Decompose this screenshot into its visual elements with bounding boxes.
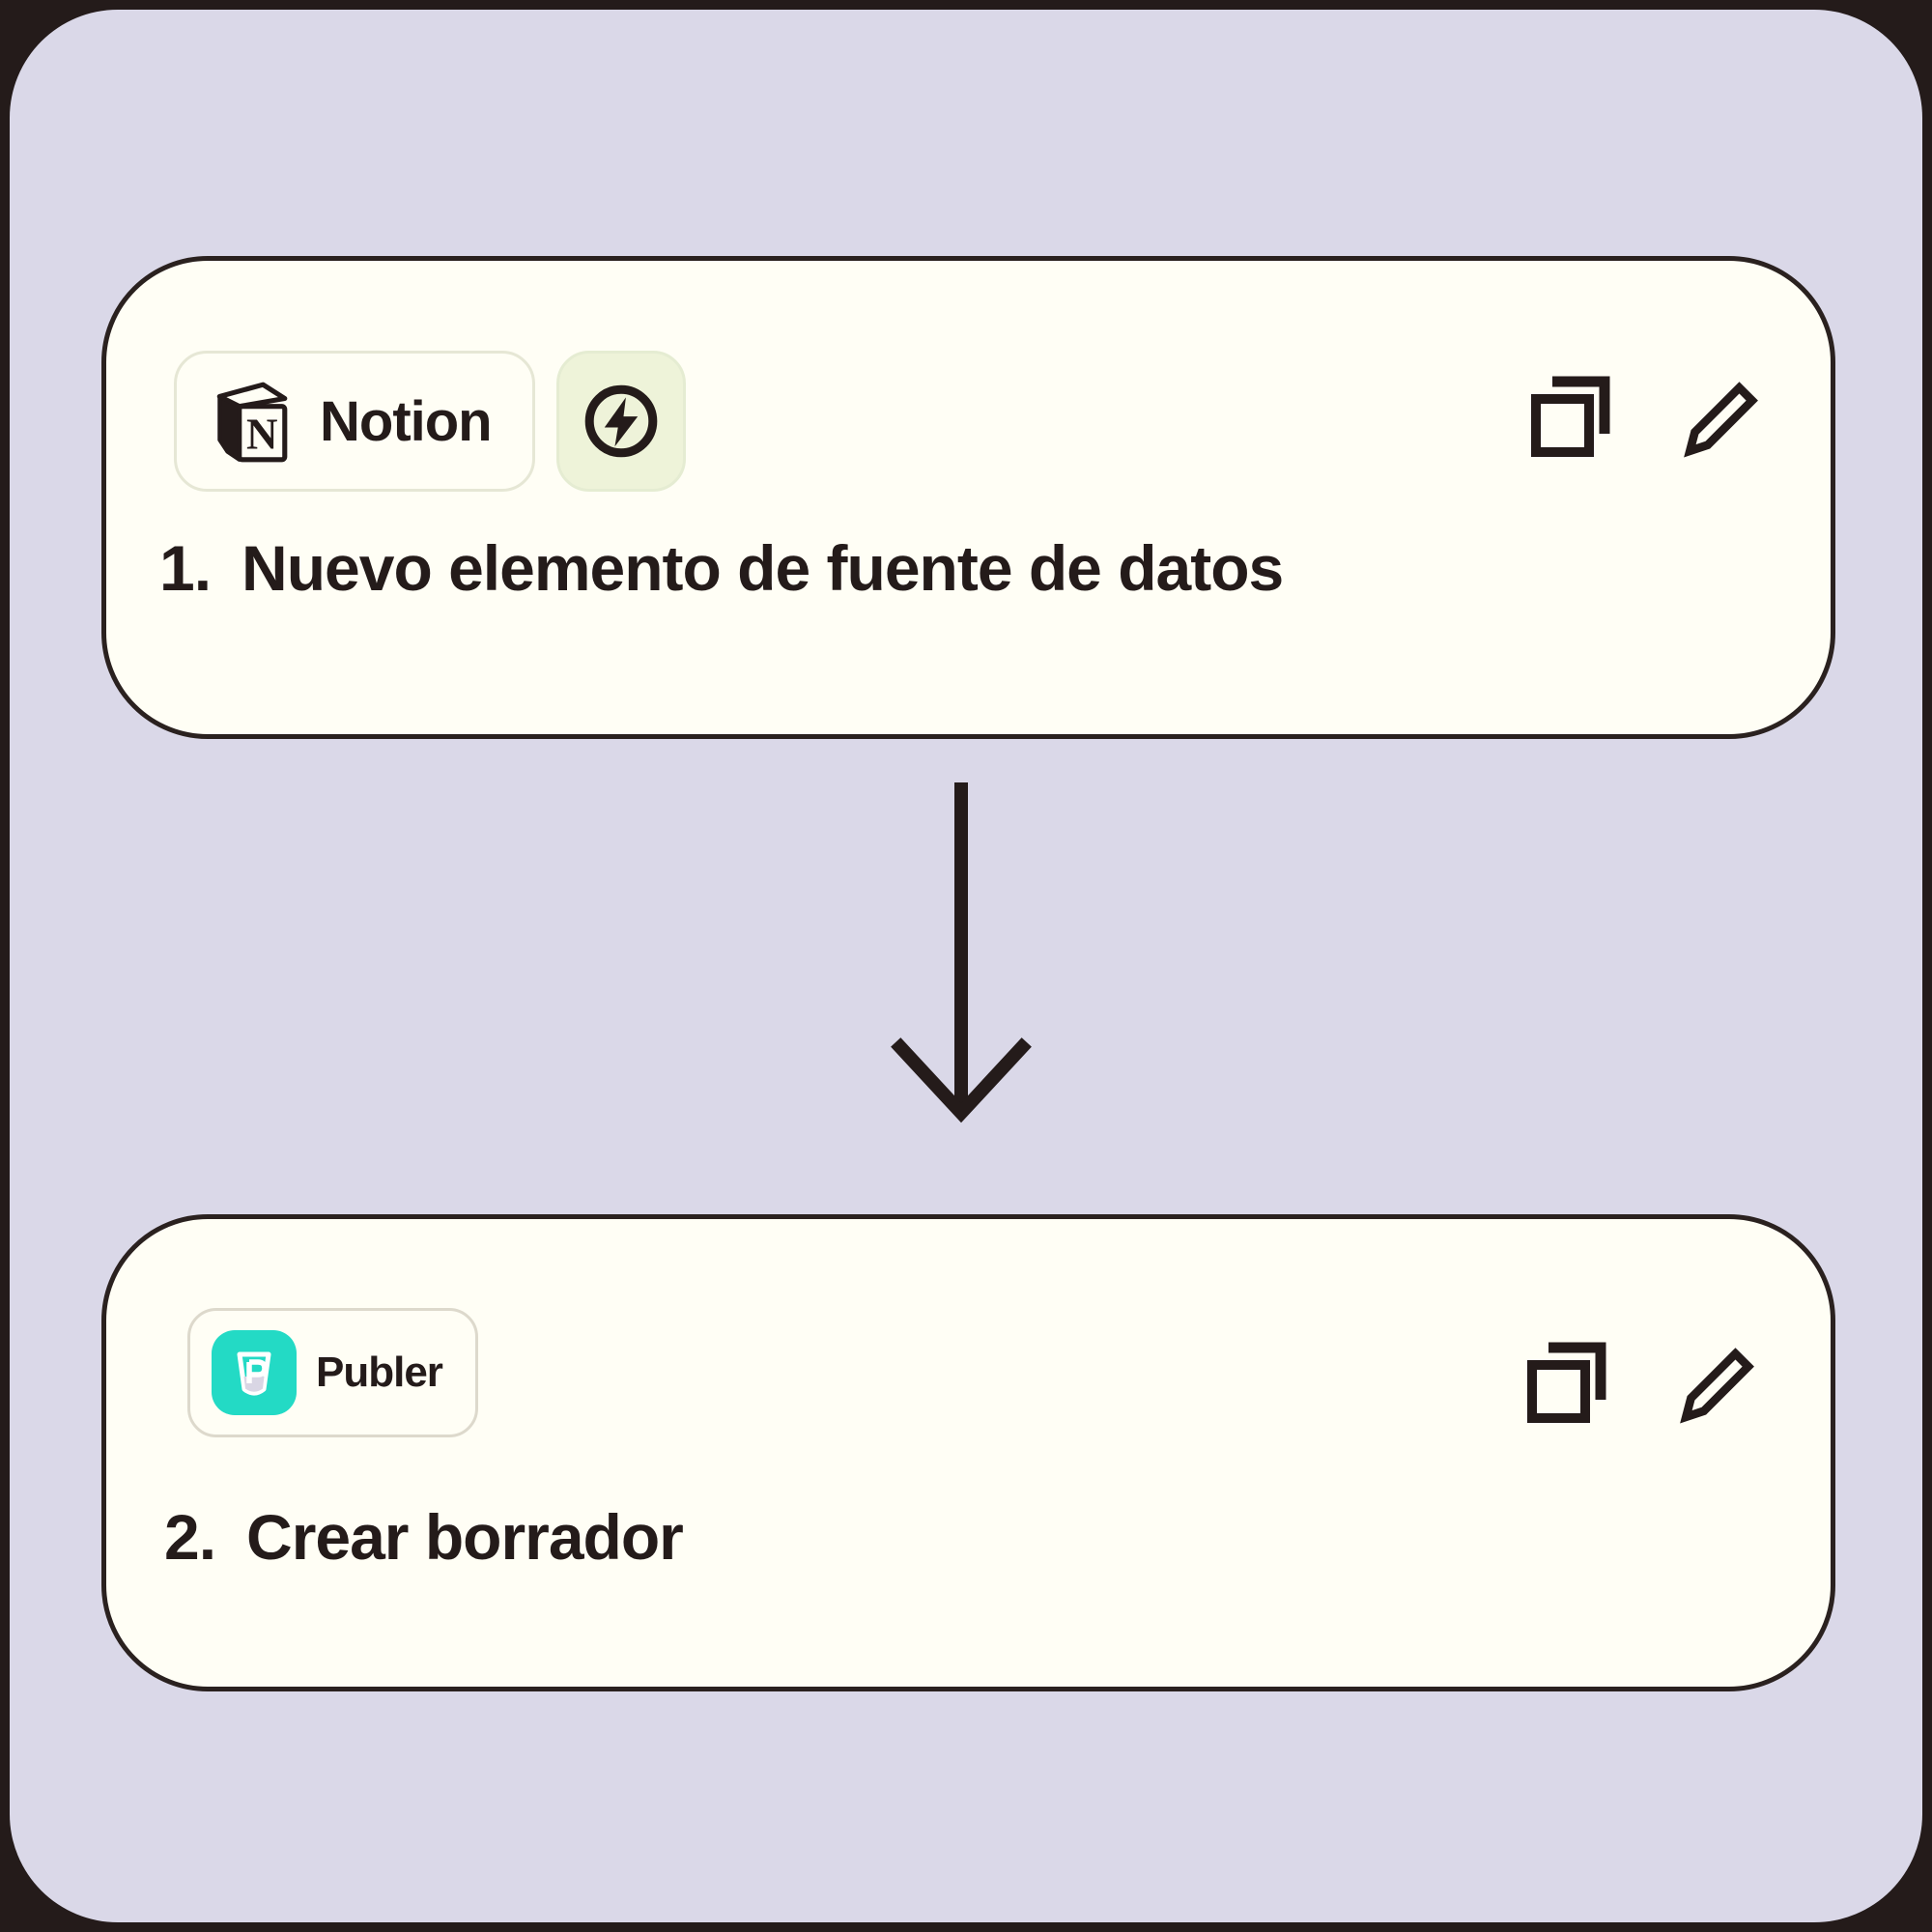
step2-title: 2. Crear borrador xyxy=(164,1501,684,1573)
publer-logo-icon xyxy=(212,1330,297,1415)
pencil-icon xyxy=(1670,1339,1757,1426)
step-title-text: Nuevo elemento de fuente de datos xyxy=(242,532,1284,604)
trigger-badge xyxy=(555,351,686,492)
app-badge-publer: Publer xyxy=(187,1308,478,1437)
step1-badge-row: N Notion xyxy=(174,351,686,492)
workflow-step-card-1[interactable]: N Notion xyxy=(101,256,1835,739)
pencil-icon xyxy=(1674,373,1761,460)
copy-step-button[interactable] xyxy=(1527,375,1610,458)
app-name-label: Notion xyxy=(320,389,493,453)
step-title-text: Crear borrador xyxy=(246,1501,684,1573)
copy-step-button[interactable] xyxy=(1523,1341,1606,1424)
svg-text:N: N xyxy=(246,411,277,459)
step-number: 2. xyxy=(164,1501,216,1573)
edit-step-button[interactable] xyxy=(1674,373,1761,460)
step1-actions xyxy=(1527,373,1761,460)
step1-title: 1. Nuevo elemento de fuente de datos xyxy=(159,532,1284,604)
copy-icon xyxy=(1527,375,1610,458)
workflow-background-panel: N Notion xyxy=(10,10,1922,1922)
step-number: 1. xyxy=(159,532,212,604)
workflow-step-card-2[interactable]: Publer xyxy=(101,1214,1835,1691)
app-badge-notion: N Notion xyxy=(174,351,535,492)
lightning-bolt-icon xyxy=(582,382,661,461)
step2-badge-row: Publer xyxy=(187,1308,478,1437)
notion-logo-icon: N xyxy=(206,379,295,464)
connector-down-arrow xyxy=(887,775,1036,1142)
edit-step-button[interactable] xyxy=(1670,1339,1757,1426)
step2-actions xyxy=(1523,1339,1757,1426)
app-name-label: Publer xyxy=(316,1349,443,1396)
copy-icon xyxy=(1523,1341,1606,1424)
